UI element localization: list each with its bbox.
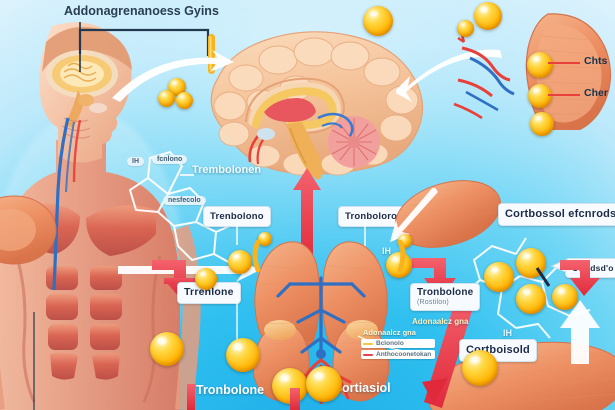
- white-arrow-left-lower: [118, 258, 260, 282]
- legend: Adonaalcz gna Bclonolo Anthocoonetokan: [358, 326, 438, 363]
- legend-swatch-red: [363, 353, 373, 356]
- molecule-sphere: [258, 232, 272, 246]
- label-dash: [180, 174, 194, 176]
- label-cortisol-effects: Cortbossol efcnrods: [498, 203, 615, 226]
- kidney-leader-lines: [548, 62, 580, 96]
- kidney-label-2: Cher: [584, 87, 608, 99]
- label-tronbolone-right: Tronbolone (Rostilon): [410, 283, 481, 311]
- molecule-sphere: [386, 252, 412, 278]
- red-arrow-up-center: [293, 168, 321, 264]
- molecule-stem: [252, 240, 261, 273]
- molecule-sphere: [527, 52, 553, 78]
- legend-swatch-yellow: [363, 342, 373, 345]
- legend-item: Anthocoonetokan: [361, 350, 436, 359]
- brain-sagittal-diagram: [210, 31, 424, 180]
- red-accent-left: [187, 384, 195, 410]
- molecule-sphere: [306, 366, 342, 402]
- red-arrow-far-right: [560, 260, 600, 296]
- molecule-sphere: [516, 284, 546, 314]
- white-arrow-to-kidney: [396, 49, 502, 102]
- label-trembolonen: Trembolonen: [192, 164, 262, 176]
- adrenal-note: Adonaalcz gna: [412, 317, 469, 326]
- label-tronbolone-bottom: Tronbolone: [196, 383, 265, 397]
- red-arrow-small: [164, 274, 216, 288]
- legend-label: Bclonolo: [376, 340, 404, 347]
- organ-left-partial: [0, 195, 57, 265]
- legend-title: Adonaalcz gna: [363, 328, 416, 337]
- molecule-sphere: [176, 92, 193, 109]
- label-tronbolone-right-top: Tronboloro: [338, 206, 405, 227]
- molecule-sphere: [474, 2, 502, 30]
- molecule-sphere: [195, 268, 217, 290]
- chem-label-h: IH: [127, 157, 144, 166]
- molecule-sphere: [457, 20, 474, 37]
- molecule-stem: [397, 240, 406, 273]
- kidney-vessels: [453, 34, 515, 120]
- white-arrow-up-bottom-right: [560, 300, 600, 364]
- leader-line: [236, 298, 238, 342]
- chem-marker-h: IH: [382, 246, 391, 256]
- molecule-sphere: [484, 262, 514, 292]
- red-arrow-diagonal-bottom: [422, 292, 476, 408]
- leader-line: [236, 221, 238, 245]
- molecule-bond: [535, 267, 551, 287]
- white-arrow-diagonal: [390, 188, 438, 242]
- chem-marker-h-2: IH: [503, 328, 512, 338]
- legend-label: Anthocoonetokan: [376, 351, 432, 358]
- kidneys-adrenal-diagram: [252, 241, 404, 404]
- red-arrow-bottom-accent: [290, 388, 300, 410]
- chem-label-restero: nesfecolo: [163, 196, 206, 205]
- label-tronbolone-right-title: Tronbolone: [417, 287, 474, 299]
- label-tronbolone-right-sub: (Rostilon): [417, 298, 449, 306]
- molecule-sphere: [530, 112, 554, 136]
- molecule-sphere: [158, 90, 175, 107]
- callout-title: Addonagrenanoess Gyins: [64, 4, 219, 18]
- label-cortisol-bottom: Cortiasiol: [333, 381, 391, 395]
- molecule-sphere: [552, 284, 578, 310]
- white-arrow-to-brain: [112, 50, 234, 102]
- molecule-sphere: [150, 332, 184, 366]
- organ-oval-right: [394, 180, 502, 248]
- legend-item: Bclonolo: [361, 339, 436, 348]
- molecule-sphere: [462, 350, 498, 386]
- chem-label-fenlone: fcnlono: [152, 155, 188, 164]
- molecule-sphere: [363, 6, 393, 36]
- molecule-sphere: [228, 250, 252, 274]
- molecule-sphere: [226, 338, 260, 372]
- kidney-label-1: Chts: [584, 55, 608, 67]
